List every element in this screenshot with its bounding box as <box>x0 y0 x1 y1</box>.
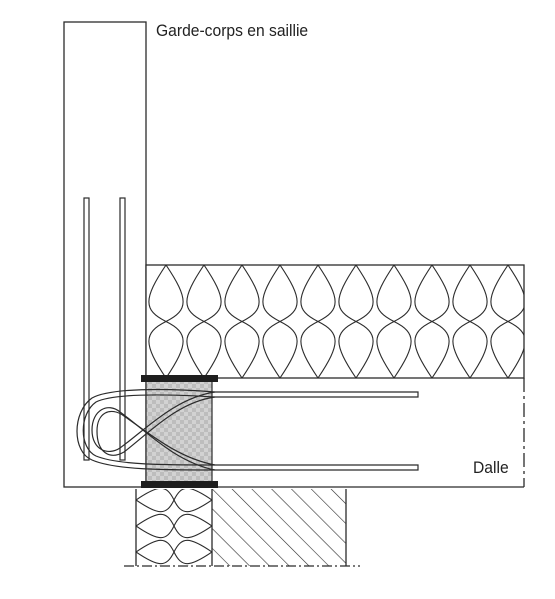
connector-rebars <box>76 388 419 471</box>
insulation-fiber <box>452 265 488 378</box>
label-slab: Dalle <box>473 458 509 477</box>
insulation-fiber <box>136 539 212 565</box>
parapet-outline <box>63 21 147 488</box>
insulation-fiber <box>262 265 298 378</box>
insulation-fiber <box>148 265 184 378</box>
insulation-fiber <box>376 265 412 378</box>
top-insulation <box>145 264 555 379</box>
parapet-rebars <box>83 197 126 461</box>
insulation-fiber <box>136 489 212 513</box>
insulation-fiber <box>490 265 524 378</box>
insulation-fiber <box>529 265 555 378</box>
insulation-fiber <box>338 265 374 378</box>
wall-support-hatched <box>211 489 347 566</box>
insulation-fiber <box>224 265 260 378</box>
label-parapet: Garde-corps en saillie <box>156 21 309 40</box>
insulation-fiber <box>300 265 336 378</box>
insulation-fiber <box>185 565 189 566</box>
insulation-fiber <box>159 565 163 566</box>
insulation-fiber <box>414 265 450 378</box>
wall-insulation <box>135 489 212 566</box>
insulation-fiber <box>186 265 222 378</box>
insulation-fiber <box>529 265 555 378</box>
thermal-break-block <box>141 375 218 488</box>
insulation-fiber <box>136 513 212 539</box>
